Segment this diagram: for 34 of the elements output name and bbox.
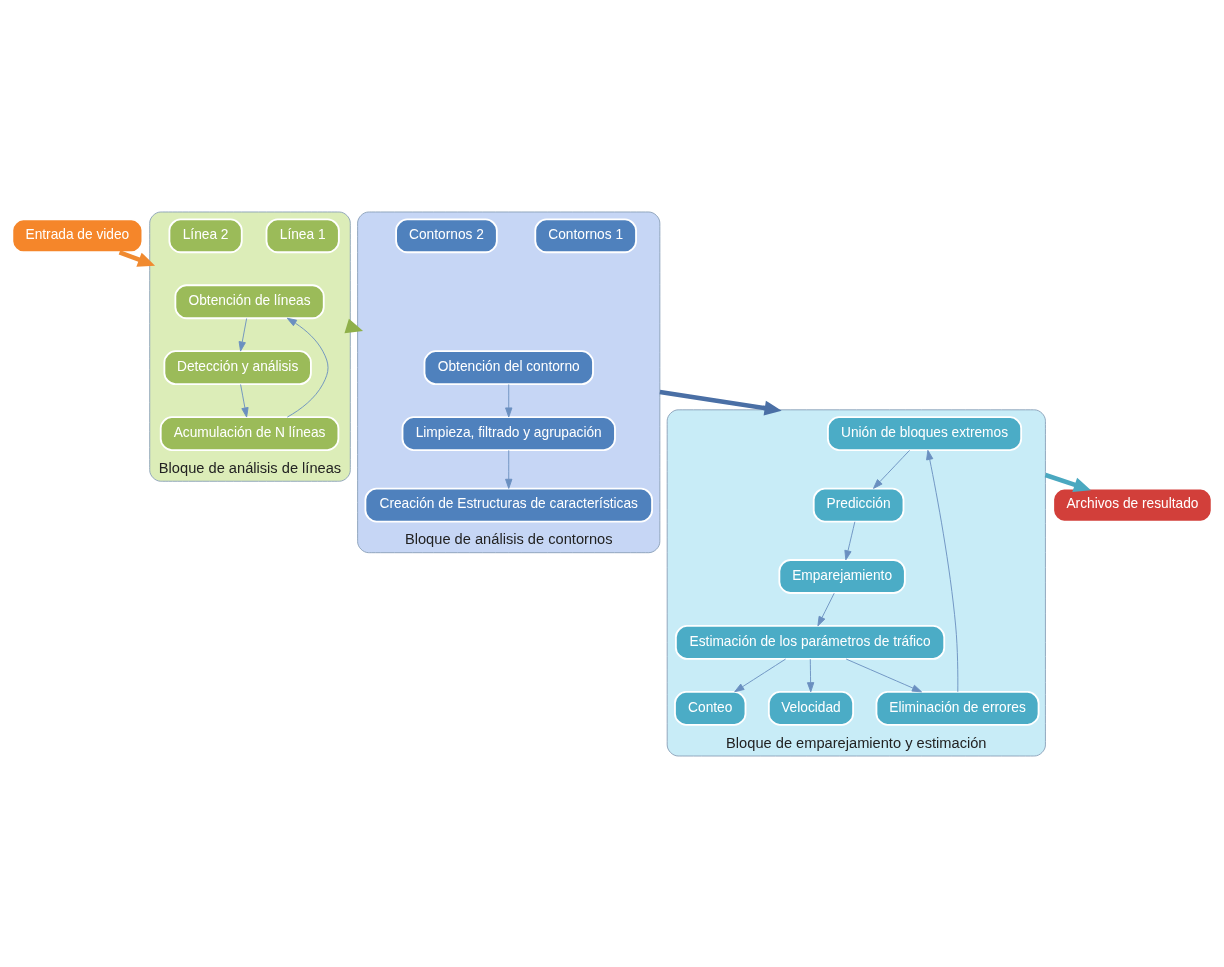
node-box: Acumulación de N líneas (159, 415, 340, 451)
node-box: Obtención de líneas (174, 283, 325, 319)
node-box: Estimación de los parámetros de tráfico (674, 624, 946, 660)
node-box: Obtención del contorno (423, 349, 594, 385)
node-box: Entrada de video (11, 217, 144, 253)
arrow (505, 449, 513, 489)
arrow (505, 383, 513, 417)
node-box: Contornos 1 (534, 217, 637, 253)
arrow (734, 658, 787, 692)
arrow (238, 317, 248, 352)
arrow (817, 592, 835, 626)
node-box: Contornos 2 (395, 217, 498, 253)
arrow (118, 249, 156, 267)
node-box: Velocidad (767, 690, 854, 726)
arrow (286, 317, 329, 418)
arrow (845, 658, 922, 692)
node-box: Creación de Estructuras de características (364, 487, 653, 522)
node-box: Detección y análisis (163, 349, 312, 385)
arrow (873, 449, 911, 489)
node-box: Unión de bloques extremos (827, 415, 1023, 451)
node-box: Archivos de resultado (1052, 487, 1213, 522)
node-box: Limpieza, filtrado y agrupación (401, 415, 616, 451)
arrow (926, 449, 959, 692)
node-box: Emparejamiento (778, 558, 906, 594)
node-box: Línea 1 (265, 217, 340, 253)
node-box: Conteo (674, 690, 747, 726)
arrow (806, 658, 815, 692)
arrow (659, 389, 782, 415)
node-box: Línea 2 (168, 217, 243, 253)
arrow (1044, 472, 1091, 492)
arrow (844, 520, 856, 560)
node-box: Predicción (812, 487, 905, 522)
node-box: Eliminación de errores (875, 690, 1040, 726)
arrow (240, 383, 249, 417)
